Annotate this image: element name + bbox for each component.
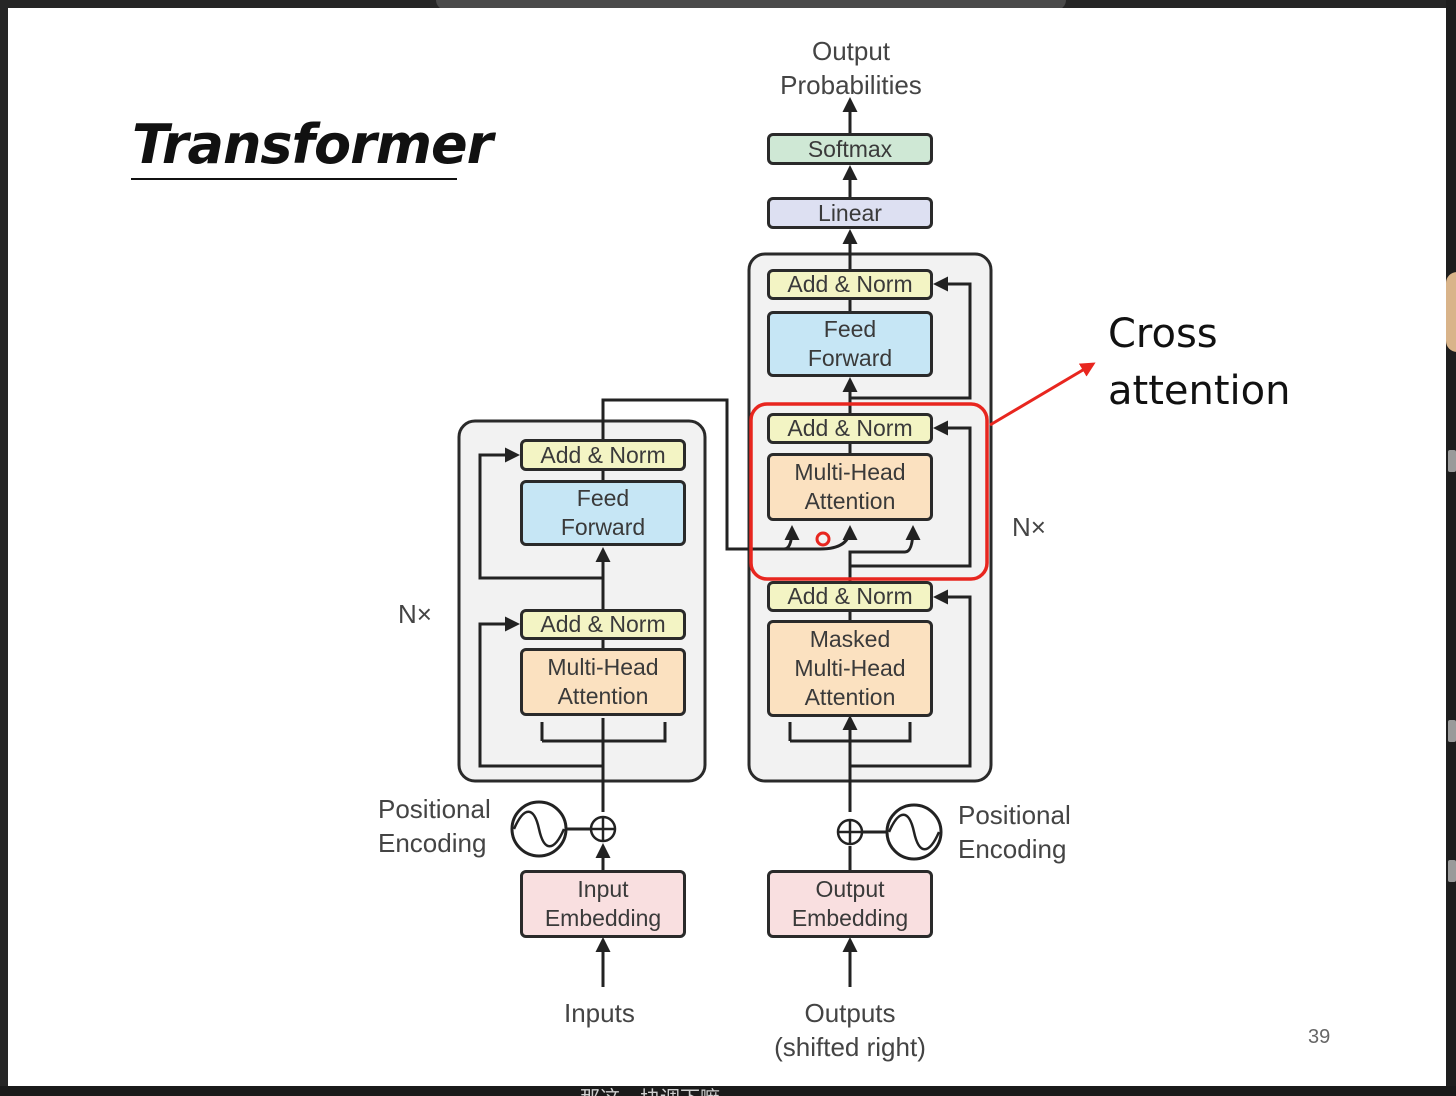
decoder-add-norm-middle: Add & Norm bbox=[767, 413, 933, 444]
page-number: 39 bbox=[1308, 1026, 1331, 1048]
side-panel-mark bbox=[1448, 450, 1456, 472]
subtitle-text: 那这一块调下嘛 bbox=[580, 1088, 720, 1096]
encoder-to-decoder-link-2 bbox=[784, 525, 858, 551]
encoder-sine-wave-icon-curve bbox=[512, 810, 566, 848]
output-probabilities-label: Output Probabilities bbox=[780, 36, 922, 100]
cross-attention-highlight bbox=[749, 402, 989, 581]
decoder-sum-icon-cross bbox=[838, 820, 862, 844]
decoder-add-norm-top: Add & Norm bbox=[767, 269, 933, 300]
encoder-sum-icon-cross bbox=[591, 817, 615, 841]
encoder-qkv-branch bbox=[540, 722, 667, 743]
decoder-residual-2 bbox=[850, 420, 972, 568]
side-panel-mark bbox=[1448, 720, 1456, 742]
encoder-feed-forward: Feed Forward bbox=[520, 480, 686, 546]
input-embedding: Input Embedding bbox=[520, 870, 686, 938]
encoder-repeat-label: N× bbox=[398, 599, 432, 629]
decoder-qkv-branch bbox=[788, 722, 912, 743]
cross-attention-pointer-arrow bbox=[989, 362, 1096, 427]
side-panel-mark bbox=[1448, 860, 1456, 882]
encoder-positional-encoding-label: Positional Encoding bbox=[378, 794, 491, 858]
decoder-residual-3 bbox=[850, 276, 972, 400]
decoder-add-norm-bottom: Add & Norm bbox=[767, 581, 933, 612]
decoder-feed-forward: Feed Forward bbox=[767, 311, 933, 377]
cross-attention-annotation: Cross attention bbox=[1108, 311, 1291, 414]
slide-title: Transformer bbox=[132, 113, 493, 176]
encoder-stack bbox=[457, 419, 707, 783]
decoder-residual-1 bbox=[850, 589, 972, 768]
inputs-label: Inputs bbox=[564, 998, 635, 1028]
encoder-residual-1 bbox=[478, 616, 603, 768]
decoder-masked-multi-head-attention: Masked Multi-Head Attention bbox=[767, 620, 933, 717]
outputs-label: Outputs (shifted right) bbox=[774, 998, 926, 1062]
side-panel-strip bbox=[1446, 0, 1456, 1096]
encoder-add-norm-bottom: Add & Norm bbox=[520, 609, 686, 640]
encoder-add-norm-top: Add & Norm bbox=[520, 439, 686, 471]
window-top-bar bbox=[436, 0, 1066, 10]
decoder-norm-to-cross bbox=[848, 525, 921, 581]
decoder-positional-encoding-label: Positional Encoding bbox=[958, 800, 1071, 864]
output-embedding: Output Embedding bbox=[767, 870, 933, 938]
participant-avatar[interactable] bbox=[1446, 272, 1456, 352]
decoder-sine-wave-icon-curve bbox=[887, 813, 941, 851]
decoder-cross-multi-head-attention: Multi-Head Attention bbox=[767, 453, 933, 521]
cursor-pointer-icon bbox=[815, 531, 831, 547]
subtitle-bar: 那这一块调下嘛 bbox=[0, 1086, 1456, 1096]
decoder-repeat-label: N× bbox=[1012, 512, 1046, 542]
title-underline bbox=[131, 178, 457, 180]
encoder-multi-head-attention: Multi-Head Attention bbox=[520, 648, 686, 716]
linear-block: Linear bbox=[767, 197, 933, 229]
encoder-residual-2 bbox=[478, 447, 603, 580]
softmax-block: Softmax bbox=[767, 133, 933, 165]
